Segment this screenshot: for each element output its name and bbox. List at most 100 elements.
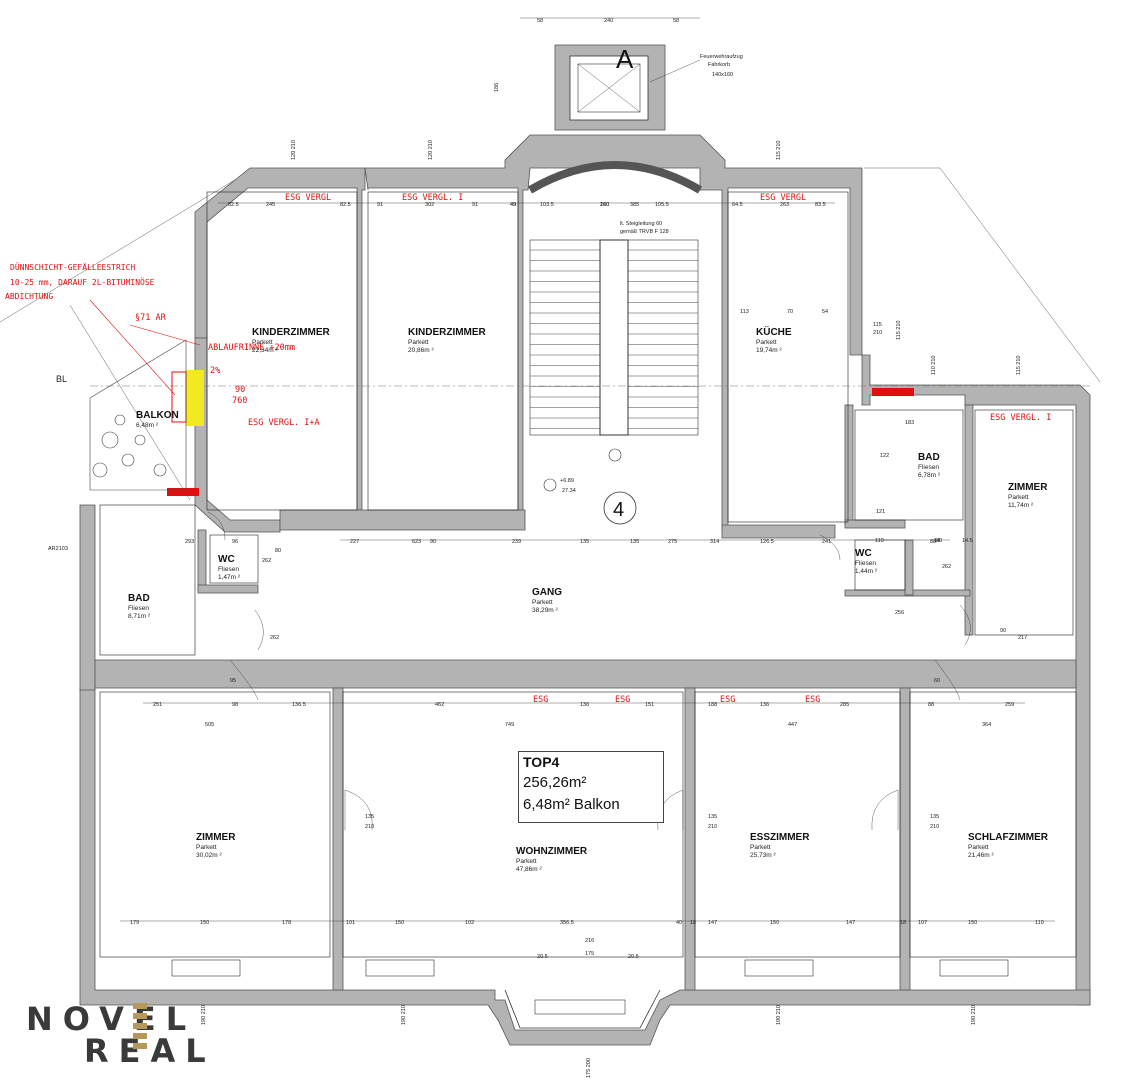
room-floor: Fliesen <box>855 560 876 567</box>
dim-bay-3: 20.5 <box>537 954 548 960</box>
door-dim-1a: 135 <box>365 814 374 820</box>
room-name: KÜCHE <box>756 325 792 338</box>
dim-value: 103.5 <box>540 202 554 208</box>
dim-value: 217 <box>1018 635 1027 641</box>
dim-value: 623 <box>412 539 421 545</box>
dim-value: 18 <box>900 920 906 926</box>
balcony-area: 6,48m² Balkon <box>523 796 620 813</box>
dim-value: 227 <box>350 539 359 545</box>
dim-value: 259 <box>1005 702 1014 708</box>
dim-value: 251 <box>153 702 162 708</box>
dim-value: 220 <box>600 202 609 208</box>
door-dim-3a: 135 <box>930 814 939 820</box>
dim-value: 275 <box>668 539 677 545</box>
dim-value: 178 <box>282 920 291 926</box>
room-floor: Parkett <box>750 844 771 851</box>
dim-value: 49 <box>510 202 516 208</box>
door-dim-3b: 210 <box>930 824 939 830</box>
dim-value: 302 <box>425 202 434 208</box>
room-floor: Fliesen <box>128 605 149 612</box>
dim-value: 83.5 <box>815 202 826 208</box>
dim-value: 90 <box>430 539 436 545</box>
dim-value: 18 <box>690 920 696 926</box>
dim-value: 105.5 <box>655 202 669 208</box>
dim-win-5: 110 210 <box>931 356 937 375</box>
dim-value: 121 <box>876 509 885 515</box>
room-name: KINDERZIMMER <box>252 327 331 338</box>
total-area: 256,26m² <box>523 774 587 791</box>
room-area: 47,86m ² <box>516 866 542 873</box>
dim-value: 245 <box>266 202 275 208</box>
dim-winS-5: 190 210 <box>971 1005 977 1025</box>
dim-value: 122 <box>880 453 889 459</box>
dim-value: 179 <box>130 920 139 926</box>
dim-inner-3: 447 <box>788 722 797 728</box>
dim-value: 210 <box>873 330 882 336</box>
marker-4: 4 <box>613 499 624 521</box>
balcony-pattern <box>89 339 187 491</box>
dim-value: 91 <box>377 202 383 208</box>
dim-value: 263 <box>780 202 789 208</box>
dim-value: 88 <box>930 539 936 545</box>
room-area: 25,73m ² <box>750 852 776 859</box>
room-name: BALKON <box>136 410 179 421</box>
staircase <box>529 239 699 436</box>
dim-value: 150 <box>395 920 404 926</box>
room-name: BAD <box>918 452 940 463</box>
dim-top-3: 58 <box>673 18 679 24</box>
room-name: WC <box>218 554 235 565</box>
dim-winS-4: 190 210 <box>776 1005 782 1025</box>
dim-value: 101 <box>346 920 355 926</box>
esg-vergl-3: ESG VERGL <box>760 193 806 203</box>
dim-value: 135 <box>580 539 589 545</box>
logo-accent-bars <box>133 1003 147 1061</box>
dim-value: 98 <box>232 702 238 708</box>
logo-line-1: NOVEL <box>26 1000 197 1038</box>
room-floor: Fliesen <box>918 464 939 471</box>
balk-pct: 2% <box>210 366 220 376</box>
balk-val-1: 90 <box>235 385 245 395</box>
dim-value: 91 <box>472 202 478 208</box>
dim-value: 314 <box>710 539 719 545</box>
dim-value: 110 <box>1035 920 1044 926</box>
dim-value: 160 <box>600 202 609 208</box>
ar-label: AR2103 <box>48 546 68 552</box>
dim-win-3: 115 210 <box>776 141 782 160</box>
dim-inner-2: 749 <box>505 722 514 728</box>
esg-4: ESG <box>805 695 820 705</box>
dim-value: 262 <box>270 635 279 641</box>
balcony-drain-marker <box>186 370 204 426</box>
room-name: KINDERZIMMER <box>408 327 487 338</box>
room-name: GANG <box>532 587 562 598</box>
esg-vergl-2: ESG VERGL. I <box>402 193 463 203</box>
room-area: 6,78m ² <box>918 472 941 479</box>
bl-label: BL <box>56 374 67 384</box>
dim-value: 115 <box>873 322 882 328</box>
dim-inner-4: 364 <box>982 722 991 728</box>
dim-bay-4: 20.5 <box>628 954 639 960</box>
dim-value: 136 <box>760 702 769 708</box>
screed-note-2: 10-25 mm, DARAUF 2L-BITUMINÖSE <box>10 277 155 287</box>
dim-value: 14.5 <box>962 538 973 544</box>
stair-note-1: lt. Steigleitung 60 <box>620 221 662 227</box>
room-name: SCHLAFZIMMER <box>968 832 1049 843</box>
esg-2: ESG <box>615 695 630 705</box>
room-floor: Parkett <box>516 858 537 865</box>
dim-win-2: 120 210 <box>428 140 434 160</box>
room-area: 30,02m ² <box>196 852 222 859</box>
dim-value: 90 <box>1000 628 1006 634</box>
room-floor: Parkett <box>252 339 273 346</box>
interior-walls <box>197 404 974 991</box>
